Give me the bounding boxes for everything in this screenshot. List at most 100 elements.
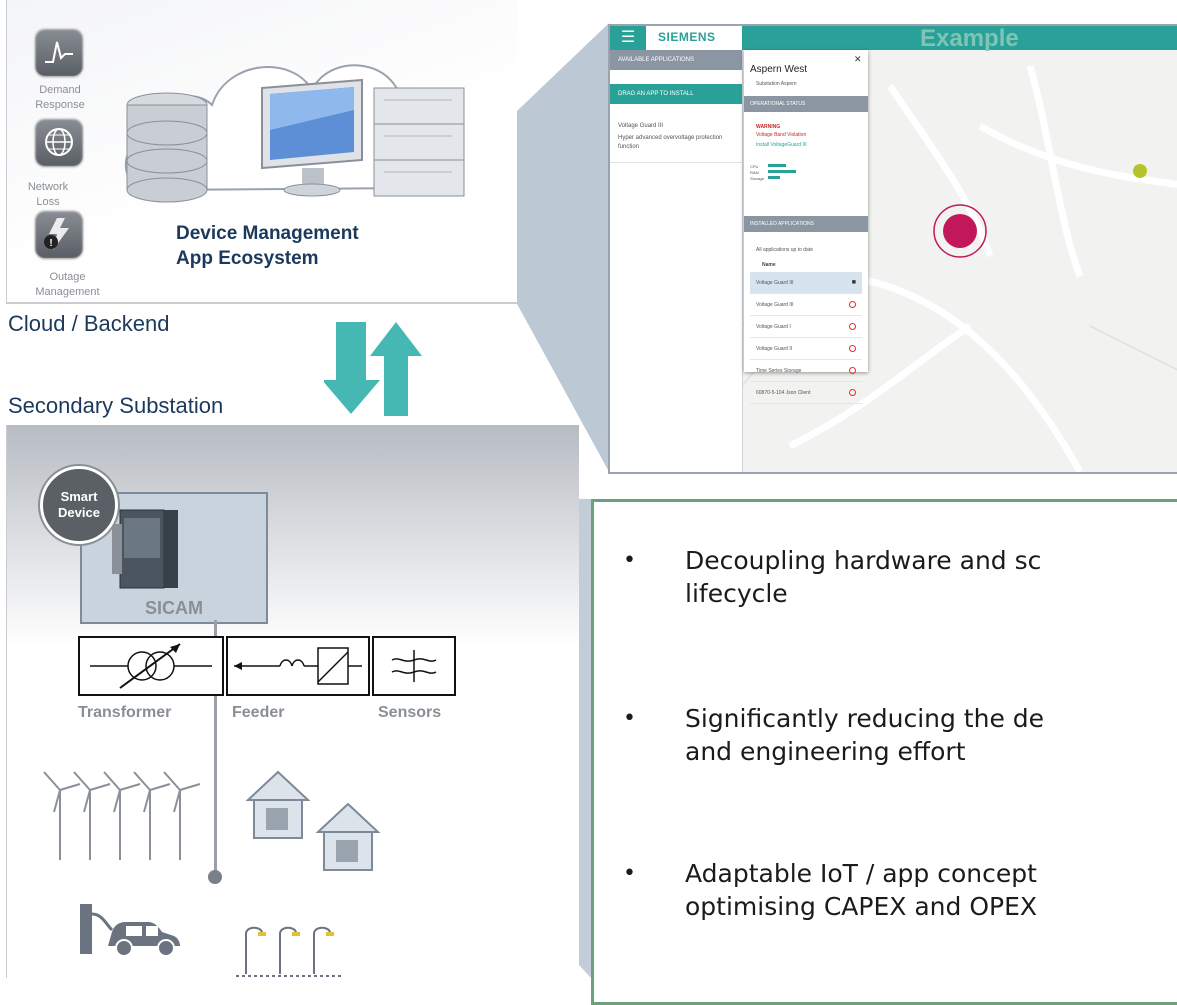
device-management-title: Device Management (176, 223, 359, 244)
bullet-icon: • (623, 706, 636, 731)
sensor-icon (391, 650, 437, 682)
menu-button[interactable]: ☰ (610, 26, 646, 50)
callout-top (516, 24, 608, 470)
secondary-marker-icon (1133, 164, 1147, 178)
installed-apps-list: Voltage Guard III ■ Voltage Guard III Vol… (750, 272, 862, 404)
benefit-line2: and engineering effort (685, 737, 966, 766)
sensors-symbol (372, 636, 456, 696)
app-status-icon (849, 367, 856, 374)
close-icon[interactable]: ✕ (854, 54, 862, 64)
up-arrow-icon (370, 322, 422, 416)
install-link[interactable]: Install VoltageGuard III (756, 142, 807, 148)
app-name: Voltage Guard III (756, 280, 794, 286)
network-loss-icon (35, 118, 83, 166)
warning-detail: Voltage Band Violation (756, 132, 807, 138)
list-item[interactable]: Time Series Storage (750, 360, 862, 382)
benefit-line1: Adaptable IoT / app concept (685, 859, 1037, 888)
down-arrow-icon (324, 322, 380, 414)
example-label: Example (920, 25, 1019, 52)
benefit-line2: lifecycle (685, 579, 788, 608)
metric-ram-bar (768, 170, 796, 173)
feeder-icon (234, 647, 362, 685)
smart-device-line2: Device (58, 505, 100, 520)
popup-title: Aspern West (750, 64, 808, 75)
sync-arrows (324, 322, 422, 416)
list-item[interactable]: Voltage Guard I (750, 316, 862, 338)
warning-label: WARNING (756, 124, 781, 130)
bus-node (208, 870, 222, 884)
bus-line (214, 620, 217, 876)
available-app-desc: Hyper advanced overvoltage protection fu… (618, 135, 723, 150)
metric-cpu-bar (768, 164, 786, 167)
monitor-icon (261, 78, 363, 197)
demand-response-label: Demand Response (35, 84, 85, 111)
houses-illustration (245, 770, 381, 871)
installed-apps-header: INSTALLED APPLICATIONS (744, 216, 868, 232)
transformer-symbol (78, 636, 224, 696)
substation-marker-ring (933, 204, 987, 258)
benefit-item: • Decoupling hardware and sc lifecycle (623, 544, 1177, 610)
transformer-icon (90, 643, 212, 689)
app-status-icon (849, 301, 856, 308)
app-name: Voltage Guard III (756, 302, 794, 308)
drag-install-button[interactable]: DRAG AN APP TO INSTALL (610, 84, 742, 104)
metric-storage-bar (768, 176, 780, 179)
benefit-item: • Adaptable IoT / app concept optimising… (623, 857, 1177, 923)
hamburger-icon: ☰ (620, 29, 636, 46)
list-item[interactable]: Voltage Guard III (750, 294, 862, 316)
sicam-label: SICAM (145, 598, 203, 618)
demand-response-icon (35, 28, 83, 76)
metric-ram-label: RAM (750, 170, 759, 175)
benefit-line2: optimising CAPEX and OPEX (685, 892, 1038, 921)
substation-marker-icon (943, 214, 977, 248)
cloud-backend-label: Cloud / Backend (8, 311, 170, 336)
sensors-label: Sensors (378, 704, 442, 721)
street-lights-illustration (236, 926, 342, 977)
outage-management-icon: ! (35, 210, 83, 258)
server-rack-icon (373, 87, 465, 197)
bullet-icon: • (623, 548, 636, 573)
secondary-substation-label: Secondary Substation (8, 393, 224, 418)
app-name: Time Series Storage (756, 368, 802, 374)
wind-turbines-illustration (43, 771, 201, 860)
benefit-line1: Decoupling hardware and sc (685, 546, 1042, 575)
available-apps-header: AVAILABLE APPLICATIONS (610, 50, 742, 70)
app-screenshot: ☰ SIEMENS Example AVAILABLE APPLICATIONS… (608, 24, 1177, 474)
app-status-icon (849, 389, 856, 396)
ev-charging-illustration (80, 904, 180, 957)
benefit-item: • Significantly reducing the de and engi… (623, 702, 1177, 768)
list-item[interactable]: Voltage Guard III ■ (750, 272, 862, 294)
operational-status-header: OPERATIONAL STATUS (744, 96, 868, 112)
network-loss-label: Network Loss (27, 181, 69, 208)
popup-subtitle: Substation Aspern (756, 81, 797, 87)
house-icon (315, 802, 381, 871)
smart-device-line1: Smart (60, 489, 98, 504)
app-name: Voltage Guard I (756, 324, 791, 330)
app-status-icon (849, 323, 856, 330)
app-name: Voltage Guard II (756, 346, 793, 352)
outage-management-label: Outage Management (35, 271, 100, 298)
cloud-infrastructure-illustration (124, 64, 465, 203)
transformer-label: Transformer (78, 704, 172, 721)
siemens-logo: SIEMENS (658, 30, 716, 44)
feeder-label: Feeder (232, 704, 285, 721)
apps-status: All applications up to date (756, 247, 813, 253)
app-status-icon (849, 345, 856, 352)
bullet-icon: • (623, 861, 636, 886)
app-name: 60870-5-104 Json Client (756, 390, 811, 396)
list-item[interactable]: 60870-5-104 Json Client (750, 382, 862, 404)
apps-name-header: Name (762, 262, 776, 268)
sicam-device-icon (112, 509, 178, 589)
feeder-symbol (226, 636, 370, 696)
smart-device-badge: Smart Device (40, 466, 118, 544)
app-ecosystem-title: App Ecosystem (176, 248, 319, 269)
list-item[interactable]: Voltage Guard II (750, 338, 862, 360)
metric-cpu-label: CPU (750, 164, 759, 169)
metric-storage-label: Storage (750, 176, 765, 181)
database-icon (126, 92, 208, 203)
svg-text:!: ! (49, 238, 52, 249)
available-apps-sidebar: AVAILABLE APPLICATIONS DRAG AN APP TO IN… (610, 50, 743, 472)
benefits-box (591, 499, 1177, 1005)
available-app-title[interactable]: Voltage Guard III (618, 123, 664, 129)
app-status-icon: ■ (851, 279, 856, 286)
